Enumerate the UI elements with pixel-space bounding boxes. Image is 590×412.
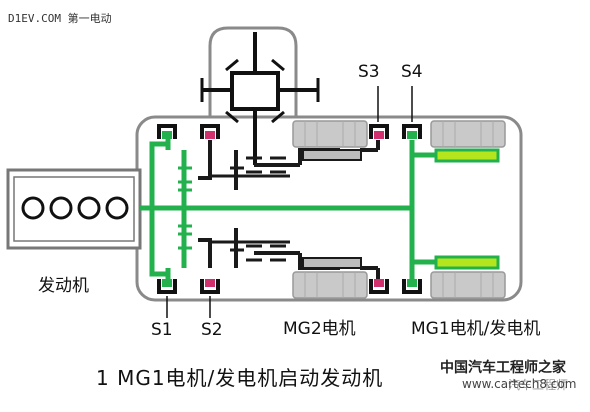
cylinder-2 [49, 196, 73, 220]
label-s2: S2 [201, 320, 223, 340]
watermark-top: D1EV.COM 第一电动 [8, 12, 112, 25]
active-power-path [140, 138, 436, 280]
mg2-stator-bottom [292, 271, 368, 299]
mg1-stator-top [430, 120, 506, 148]
engine-block [6, 168, 142, 250]
mg1-rotor-top [434, 148, 500, 163]
mg1-stator-bottom [430, 271, 506, 299]
clutch-s1 [157, 124, 177, 294]
mg2-stator-top [292, 120, 368, 148]
label-s4: S4 [401, 62, 423, 82]
cylinder-3 [77, 196, 101, 220]
label-mg2: MG2电机 [283, 319, 356, 339]
clutch-s3 [369, 124, 389, 294]
label-engine: 发动机 [38, 276, 89, 296]
differential [200, 32, 320, 165]
clutch-s2 [200, 124, 220, 294]
watermark-url: www.cartech8.com [462, 377, 577, 391]
watermark-badge: 汽车工程师 [508, 378, 569, 392]
leader-lines [166, 86, 413, 318]
mg2-rotor-top [302, 149, 362, 161]
gear-set [230, 156, 286, 262]
cylinder-1 [21, 196, 45, 220]
cylinder-4 [105, 196, 129, 220]
differential-housing [208, 26, 298, 117]
label-s3: S3 [358, 62, 380, 82]
label-mg1: MG1电机/发电机 [411, 319, 541, 339]
clutch-s4 [402, 124, 422, 294]
mg2-rotor-bottom [302, 257, 362, 269]
watermark-brand: 中国汽车工程师之家 [440, 360, 566, 376]
engine-cylinders [21, 196, 129, 220]
mg1-rotor-bottom [434, 255, 500, 270]
caption: 1 MG1电机/发电机启动发动机 [96, 366, 384, 390]
mg2-motor [292, 120, 368, 299]
mg1-motor [430, 120, 506, 299]
mechanical-shafts [198, 140, 380, 280]
label-s1: S1 [151, 320, 173, 340]
